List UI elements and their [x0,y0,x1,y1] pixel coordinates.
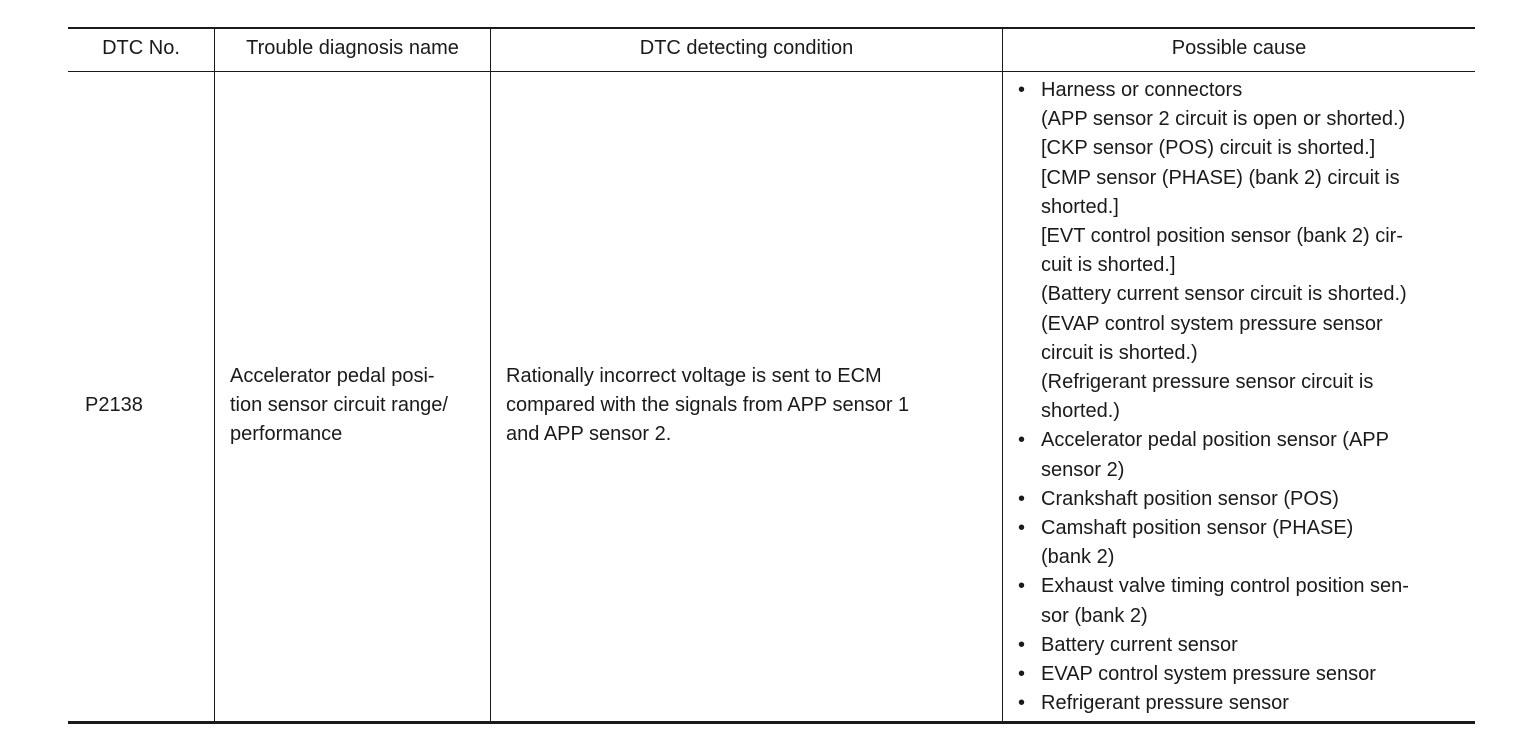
bullet-icon: • [1018,575,1026,598]
cause-line: sor (bank 2) [1041,604,1148,627]
cause-line: [CKP sensor (POS) circuit is shorted.] [1041,137,1376,160]
cause-item: • EVAP control system pressure sensor [1013,660,1473,689]
cause-line: circuit is shorted.) [1041,341,1198,364]
dtc-table: DTC No. Trouble diagnosis name DTC detec… [68,27,1475,724]
cause-item: • Accelerator pedal position sensor (APP… [1013,426,1473,484]
cause-line: EVAP control system pressure sensor [1041,663,1376,686]
cause-line: Battery current sensor [1041,633,1238,656]
header-divider [68,71,1475,72]
cause-line: shorted.) [1041,400,1120,423]
bullet-icon: • [1018,487,1026,510]
header-trouble-diagnosis-name: Trouble diagnosis name [246,37,459,59]
cause-item: • Exhaust valve timing control position … [1013,572,1473,630]
cause-line: (bank 2) [1041,546,1115,569]
column-divider [1002,29,1003,721]
cause-line: (Battery current sensor circuit is short… [1041,283,1407,306]
column-divider [214,29,215,721]
bullet-icon: • [1018,79,1026,101]
detecting-condition-text: Rationally incorrect voltage is sent to … [506,362,909,449]
cause-line: shorted.] [1041,195,1119,218]
bullet-icon: • [1018,517,1026,540]
cause-line: Harness or connectors [1041,79,1243,101]
cause-line: cuit is shorted.] [1041,254,1176,277]
column-divider [490,29,491,721]
trouble-name-line: Accelerator pedal posi- [230,365,435,387]
cause-line: Refrigerant pressure sensor [1041,692,1289,715]
trouble-name-line: tion sensor circuit range/ [230,394,448,416]
cause-item: • Crankshaft position sensor (POS) [1013,485,1473,514]
possible-cause-list: • Harness or connectors (APP sensor 2 ci… [1013,76,1473,718]
bullet-icon: • [1018,692,1026,715]
cause-line: [CMP sensor (PHASE) (bank 2) circuit is [1041,166,1400,189]
cause-item: • Refrigerant pressure sensor [1013,689,1473,718]
detecting-condition-line: Rationally incorrect voltage is sent to … [506,365,882,387]
cause-line: Crankshaft position sensor (POS) [1041,487,1339,510]
cell-dtc-no: P2138 [85,72,210,721]
detecting-condition-line: compared with the signals from APP senso… [506,394,910,416]
cause-line: (Refrigerant pressure sensor circuit is [1041,371,1374,394]
header-possible-cause: Possible cause [1171,37,1307,59]
bullet-icon: • [1018,663,1026,686]
dtc-code: P2138 [85,394,143,416]
cause-line: Camshaft position sensor (PHASE) [1041,517,1354,540]
cause-item: • Camshaft position sensor (PHASE) (bank… [1013,514,1473,572]
cause-line: (APP sensor 2 circuit is open or shorted… [1041,108,1406,131]
cell-dtc-detecting-condition: Rationally incorrect voltage is sent to … [506,72,1001,721]
cause-item: • Harness or connectors (APP sensor 2 ci… [1013,76,1473,426]
cause-line: sensor 2) [1041,458,1125,481]
cause-item: • Battery current sensor [1013,631,1473,660]
cause-line: Exhaust valve timing control position se… [1041,575,1409,598]
header-dtc-detecting-condition: DTC detecting condition [639,37,854,59]
header-dtc-no: DTC No. [102,37,180,59]
bullet-icon: • [1018,633,1026,656]
detecting-condition-line: and APP sensor 2. [506,423,672,445]
cause-line: Accelerator pedal position sensor (APP [1041,429,1389,452]
cause-line: (EVAP control system pressure sensor [1041,312,1383,335]
cause-line: [EVT control position sensor (bank 2) ci… [1041,225,1404,248]
cell-trouble-diagnosis-name: Accelerator pedal posi- tion sensor circ… [230,72,490,721]
bullet-icon: • [1018,429,1026,452]
trouble-name-text: Accelerator pedal posi- tion sensor circ… [230,362,448,449]
trouble-name-line: performance [230,423,343,445]
